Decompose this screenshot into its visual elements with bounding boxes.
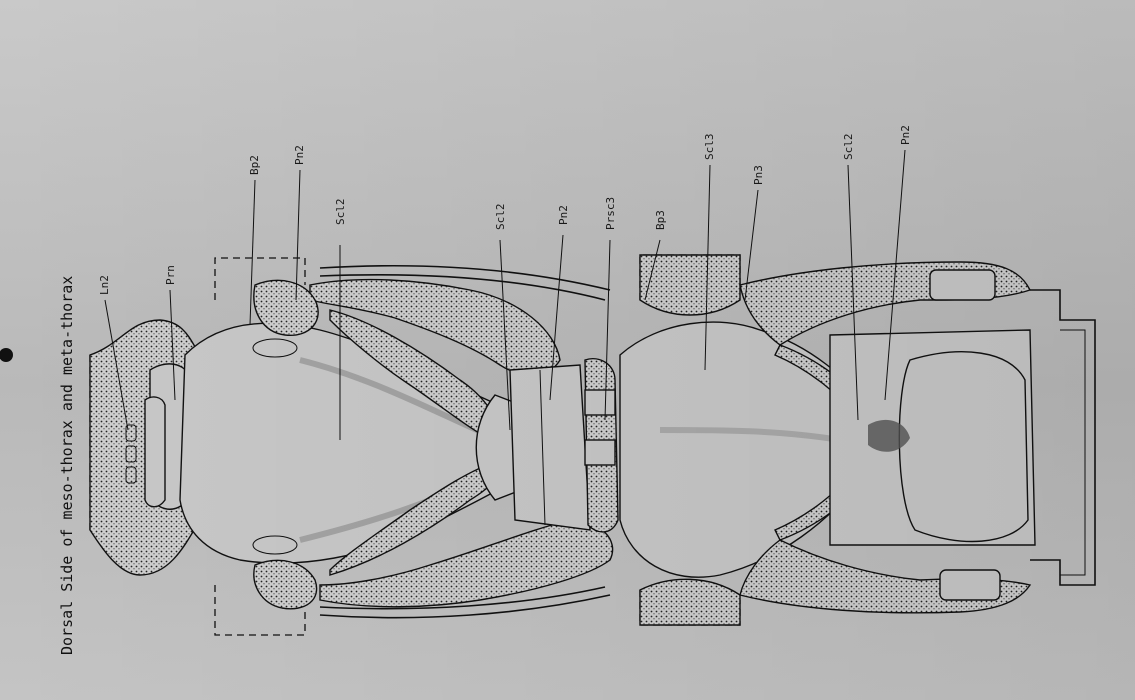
diagram-canvas: Dorsal Side of meso-thorax and meta-thor… <box>0 0 1135 700</box>
thorax-diagram: Dorsal Side of meso-thorax and meta-thor… <box>0 0 1135 700</box>
